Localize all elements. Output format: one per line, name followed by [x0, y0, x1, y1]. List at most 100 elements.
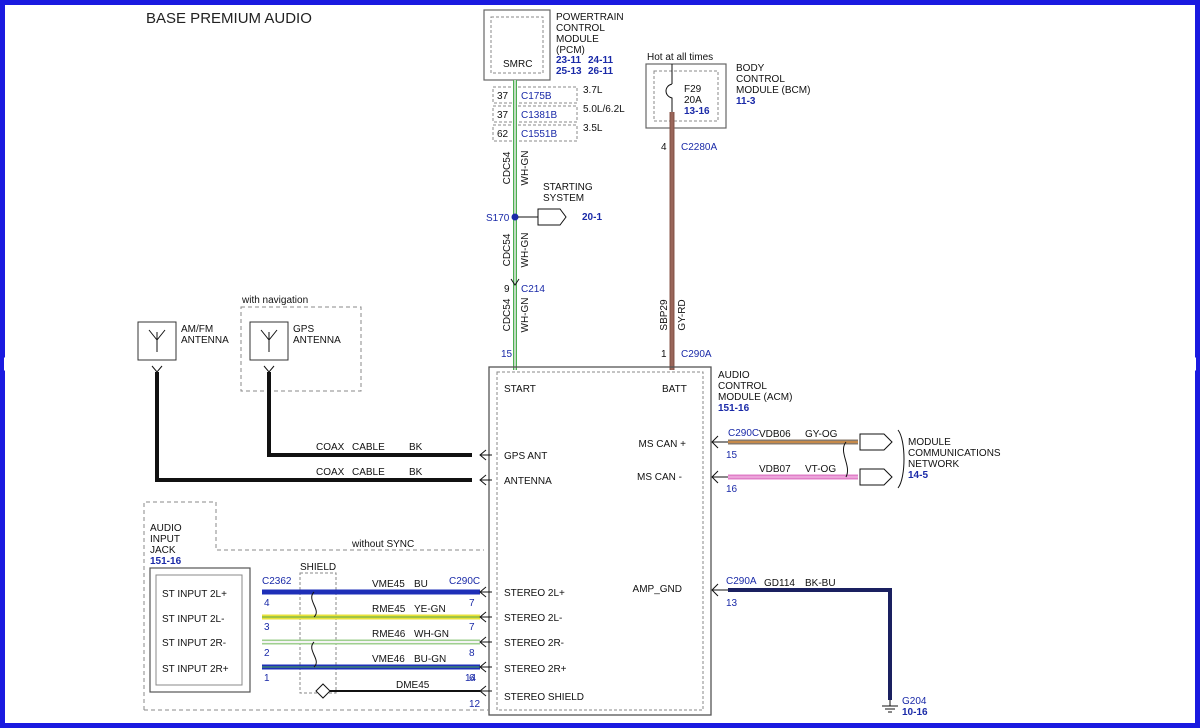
- fuse-ref[interactable]: 13-16: [684, 106, 710, 117]
- bcm-ref[interactable]: 11-3: [736, 96, 756, 107]
- wire-vme46-right-pin: 14: [465, 673, 477, 684]
- network-ref[interactable]: 14-5: [908, 470, 928, 481]
- pcm-conn-3: C1551B: [521, 129, 557, 140]
- acm-label-3: MODULE (ACM): [718, 392, 792, 403]
- pcm-variant-3: 3.5L: [583, 123, 603, 134]
- wire-vme46-left-pin: 1: [264, 673, 270, 684]
- wire-rme45-left-pin: 3: [264, 622, 270, 633]
- can-minus-connector-arrow: [859, 468, 893, 486]
- wire-vme45-left-pin: 4: [264, 598, 270, 609]
- pcm-ref-1[interactable]: 23-11: [556, 55, 581, 66]
- amfm-coax-label: COAX: [316, 467, 345, 478]
- pcm-pin-rows: 37 C175B 3.7L 37 C1381B 5.0L/6.2L 62 C15…: [492, 85, 625, 142]
- bcm-label-3: MODULE (BCM): [736, 85, 810, 96]
- stereo-pin-arrows: [479, 586, 492, 697]
- acm-start-label: START: [504, 384, 536, 395]
- can-connector: C290C: [728, 428, 759, 439]
- jack-ref[interactable]: 151-16: [150, 556, 182, 567]
- jack-label-2: INPUT: [150, 534, 180, 545]
- acm-pin-stereo-2r-minus: STEREO 2R-: [504, 638, 564, 649]
- pcm-pin-3: 62: [497, 129, 509, 140]
- pcm-ref-3[interactable]: 25-13: [556, 66, 582, 77]
- acm-pin-antenna: ANTENNA: [504, 476, 552, 487]
- gps-coax-color: BK: [409, 442, 423, 453]
- can-minus-color: VT-OG: [805, 464, 836, 475]
- acm-pin-gps-ant: GPS ANT: [504, 451, 547, 462]
- fuse-symbol: [665, 64, 673, 112]
- can-plus-color: GY-OG: [805, 429, 838, 440]
- jack-label-1: AUDIO: [150, 523, 182, 534]
- wire-rme45-right-pin: 7: [469, 622, 475, 633]
- batt-acm-pin: 1: [661, 349, 667, 360]
- wire-rme45-color: YE-GN: [414, 604, 446, 615]
- batt-connector: C290A: [681, 349, 712, 360]
- amfm-antenna-box: [137, 321, 177, 361]
- pcm-variant-1: 3.7L: [583, 85, 603, 96]
- pcm-ref-2[interactable]: 24-11: [588, 55, 613, 66]
- acm-pin-stereo-2l-minus: STEREO 2L-: [504, 613, 562, 624]
- network-label-1: MODULE: [908, 437, 951, 448]
- start-wire-color-3: WH-GN: [520, 298, 531, 333]
- pcm-ref-4[interactable]: 26-11: [588, 66, 613, 77]
- twist-mark-right: [311, 641, 317, 668]
- acm-ref[interactable]: 151-16: [718, 403, 750, 414]
- network-brace: [897, 429, 905, 489]
- splice-label: S170: [486, 213, 510, 224]
- wire-rme46-left-pin: 2: [264, 648, 270, 659]
- ground-ref[interactable]: 10-16: [902, 707, 928, 718]
- jack-connector-left: C2362: [262, 576, 292, 587]
- start-wire-circuit-2: CDC54: [502, 233, 513, 266]
- can-plus-pin: 15: [726, 450, 738, 461]
- gps-option-box: [240, 306, 362, 392]
- bcm-label-2: CONTROL: [736, 74, 785, 85]
- pcm-pin-2: 37: [497, 110, 509, 121]
- ground-connector: C290A: [726, 576, 757, 587]
- can-minus-circuit: VDB07: [759, 464, 791, 475]
- wire-vme46-circuit: VME46: [372, 654, 405, 665]
- bcm-connector: C2280A: [681, 142, 717, 153]
- gps-coax-label2: CABLE: [352, 442, 385, 453]
- jack-pin-2l-plus: ST INPUT 2L+: [162, 589, 227, 600]
- start-acm-pin: 15: [501, 349, 513, 360]
- acm-pin-ms-can-minus: MS CAN -: [637, 472, 682, 483]
- amfm-label-1: AM/FM: [181, 324, 213, 335]
- gps-coax-label: COAX: [316, 442, 345, 453]
- can-minus-pin: 16: [726, 484, 738, 495]
- ground-color: BK-BU: [805, 578, 836, 589]
- can-minus-pin-arrow: [711, 470, 728, 484]
- shield-label: SHIELD: [300, 562, 336, 573]
- wiring-diagram: BASE PREMIUM AUDIO SMRC POWERTRAIN CONTR…: [137, 9, 1001, 718]
- acm-batt-label: BATT: [662, 384, 687, 395]
- c214-label: C214: [521, 284, 545, 295]
- wire-rme45-circuit: RME45: [372, 604, 406, 615]
- jack-pin-2r-plus: ST INPUT 2R+: [162, 664, 229, 675]
- bcm-inner-box: [653, 70, 719, 122]
- network-label-3: NETWORK: [908, 459, 959, 470]
- pcm-conn-1: C175B: [521, 91, 552, 102]
- starting-system-ref[interactable]: 20-1: [582, 212, 602, 223]
- bcm-hot-label: Hot at all times: [647, 52, 713, 63]
- gps-label-2: ANTENNA: [293, 335, 341, 346]
- wire-rme46-right-pin: 8: [469, 648, 475, 659]
- amfm-coax-color: BK: [409, 467, 423, 478]
- wire-dme45-circuit: DME45: [396, 680, 430, 691]
- start-wire-color-2: WH-GN: [520, 233, 531, 268]
- acm-label-1: AUDIO: [718, 370, 750, 381]
- c214-pin: 9: [504, 284, 510, 295]
- amp-gnd-pin-arrow: [711, 583, 728, 597]
- splice-s170: [511, 213, 519, 221]
- ground-pin: 13: [726, 598, 738, 609]
- jack-connector-right: C290C: [449, 576, 480, 587]
- jack-box: [149, 567, 251, 693]
- gps-antenna-icon: [260, 329, 278, 352]
- with-navigation-label: with navigation: [241, 295, 308, 306]
- pcm-label-3: MODULE: [556, 34, 599, 45]
- pcm-label-1: POWERTRAIN: [556, 12, 624, 23]
- jack-pin-2r-minus: ST INPUT 2R-: [162, 638, 226, 649]
- amfm-coax-label2: CABLE: [352, 467, 385, 478]
- starting-system-1: STARTING: [543, 182, 593, 193]
- jack-label-3: JACK: [150, 545, 176, 556]
- acm-pin-stereo-shield: STEREO SHIELD: [504, 692, 584, 703]
- ground-wire: [728, 588, 892, 700]
